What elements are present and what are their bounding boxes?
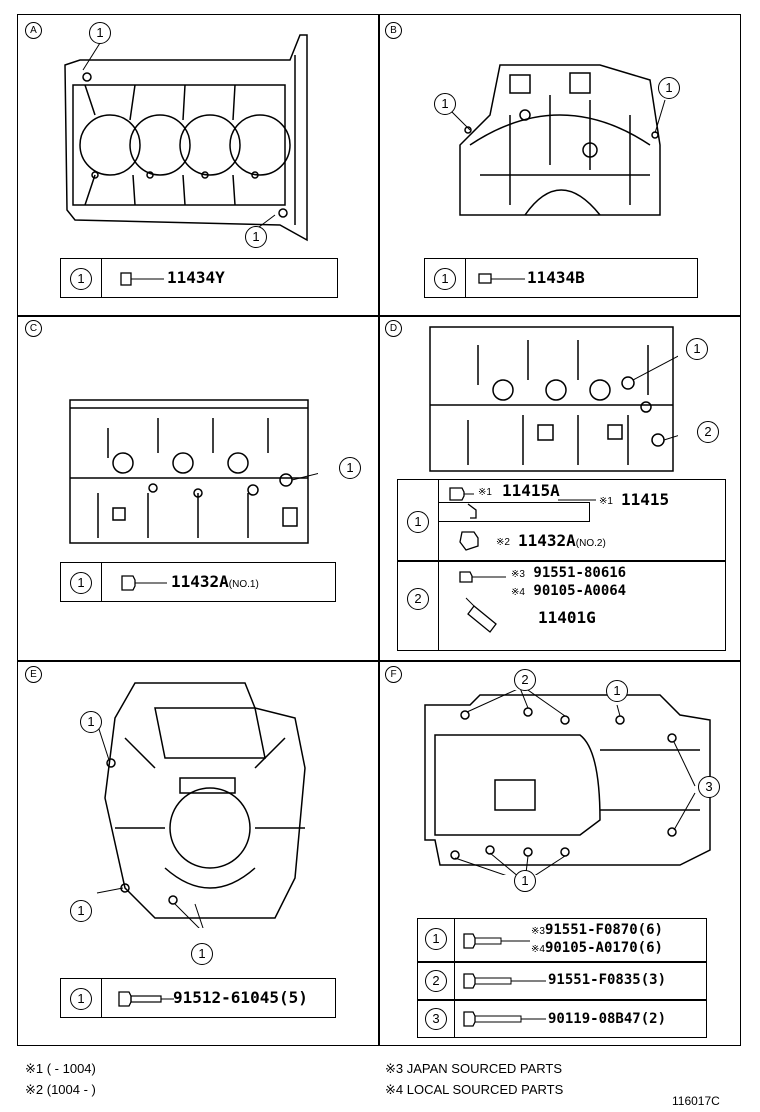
cylinder-block-top-view <box>64 34 308 242</box>
drain-plug-icon <box>121 575 167 591</box>
cylinder-block-side-view-rear <box>429 326 678 472</box>
callout-1: 1 <box>658 77 680 99</box>
callout-3: 3 <box>698 776 720 798</box>
note-1: ※1 ( - 1004) <box>25 1061 96 1076</box>
callout-1: 1 <box>514 870 536 892</box>
parts-table-f: 1 2 3 ※391551-F0870(6) ※490105-A0170(6) … <box>417 918 707 1038</box>
divider-vertical <box>378 14 380 1046</box>
cylinder-block-front-view <box>96 682 306 928</box>
part-number: 11434B <box>527 268 585 287</box>
parts-table-c: 1 11432A(NO.1) <box>60 562 336 602</box>
callout-1: 1 <box>434 268 456 290</box>
bolt-icon <box>463 973 546 989</box>
part-number: 91512-61045(5) <box>173 988 308 1007</box>
part-number: 11432A(NO.2) <box>518 531 606 550</box>
part-number: 11415 <box>621 490 670 509</box>
note-4: ※4 LOCAL SOURCED PARTS <box>385 1082 564 1097</box>
panel-letter-c: C <box>25 320 42 337</box>
note-mark: ※2 <box>496 537 510 548</box>
bolt-icon <box>463 933 530 949</box>
spec-line: ※391551-F0870(6) <box>531 922 663 938</box>
callout-1: 1 <box>70 988 92 1010</box>
callout-1: 1 <box>70 268 92 290</box>
callout-1: 1 <box>339 457 361 479</box>
callout-1: 1 <box>80 711 102 733</box>
oil-pan-bottom-view <box>424 690 711 875</box>
callout-2: 2 <box>425 970 447 992</box>
cylinder-block-end-view <box>450 64 666 216</box>
callout-1: 1 <box>686 338 708 360</box>
note-mark: ※1 <box>478 487 492 498</box>
callout-1: 1 <box>434 93 456 115</box>
parts-table-d: 1 2 ※1 11415A ※1 11415 ※2 11432A(NO.2) ※… <box>397 479 726 651</box>
parts-table-b: 1 11434B <box>424 258 698 298</box>
callout-1: 1 <box>425 928 447 950</box>
note-mark: ※1 <box>599 496 613 507</box>
callout-1: 1 <box>606 680 628 702</box>
spec-line: ※490105-A0170(6) <box>531 940 663 956</box>
knock-sensor-icon <box>459 571 506 633</box>
part-number: 11432A(NO.1) <box>171 572 259 591</box>
panel-letter-f: F <box>385 666 402 683</box>
parts-table-e: 1 91512-61045(5) <box>60 978 336 1018</box>
bolt-icon <box>118 991 174 1007</box>
callout-1: 1 <box>70 572 92 594</box>
callout-1: 1 <box>407 511 429 533</box>
panel-letter-d: D <box>385 320 402 337</box>
callout-2: 2 <box>514 669 536 691</box>
callout-1: 1 <box>70 900 92 922</box>
part-number: 90119-08B47(2) <box>548 1011 667 1027</box>
bracket <box>438 502 590 522</box>
panel-letter-a: A <box>25 22 42 39</box>
callout-2: 2 <box>697 421 719 443</box>
cylinder-block-side-view <box>69 399 318 544</box>
panel-letter-e: E <box>25 666 42 683</box>
parts-table-a: 1 11434Y <box>60 258 338 298</box>
part-number: 91551-F0835(3) <box>548 972 667 988</box>
fitting-icons <box>449 487 479 551</box>
bolt-icon <box>463 1011 546 1027</box>
spec-line: ※4 90105-A0064 <box>511 583 627 599</box>
callout-3: 3 <box>425 1008 447 1030</box>
part-number: 11401G <box>538 608 596 627</box>
part-number: 11415A <box>502 481 560 500</box>
row-divider <box>418 961 706 963</box>
note-2: ※2 (1004 - ) <box>25 1082 96 1097</box>
divider-row-2 <box>17 660 741 662</box>
callout-1: 1 <box>89 22 111 44</box>
callout-1: 1 <box>245 226 267 248</box>
divider-row-1 <box>17 315 741 317</box>
spec-line: ※3 91551-80616 <box>511 565 627 581</box>
callout-2: 2 <box>407 588 429 610</box>
figure-id: 116017C <box>672 1094 720 1108</box>
plug-icon <box>120 272 164 286</box>
part-number: 11434Y <box>167 268 225 287</box>
callout-1: 1 <box>191 943 213 965</box>
row-divider <box>418 999 706 1001</box>
panel-letter-b: B <box>385 22 402 39</box>
row-divider <box>398 560 725 562</box>
plug-icon <box>478 273 525 284</box>
note-3: ※3 JAPAN SOURCED PARTS <box>385 1061 563 1076</box>
leader-line <box>558 499 596 501</box>
